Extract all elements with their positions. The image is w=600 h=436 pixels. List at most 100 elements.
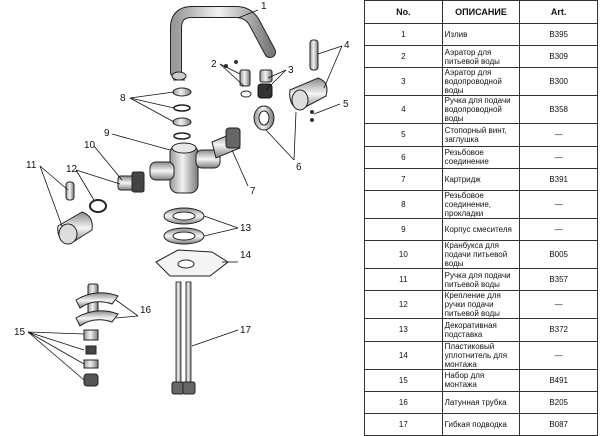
cell-no: 1 xyxy=(364,22,443,47)
cell-description: Гибкая подводка xyxy=(441,412,521,436)
cell-art: — xyxy=(519,340,598,370)
cell-description: Крепление для ручки подачи питьевой воды xyxy=(441,290,521,320)
decorative-base-part xyxy=(163,207,205,245)
callout-6: 6 xyxy=(296,162,302,173)
cartridge-part xyxy=(211,127,241,159)
table-row: 5 Стопорный винт, заглушка — xyxy=(364,123,598,147)
callout-9: 9 xyxy=(104,128,110,139)
cell-no: 16 xyxy=(364,390,443,414)
cell-description: Излив xyxy=(441,22,521,47)
cell-art: — xyxy=(519,123,598,147)
table-row: 13 Декоративная подставка B372 xyxy=(364,318,598,342)
cell-art: B395 xyxy=(519,22,598,47)
cell-description: Декоративная подставка xyxy=(441,318,521,342)
cell-no: 13 xyxy=(364,318,443,342)
cell-description: Ручка для подачи водопроводной воды xyxy=(441,95,521,125)
callout-14: 14 xyxy=(240,250,252,261)
cell-no: 11 xyxy=(364,268,443,292)
callout-labels: 1 2 3 4 5 6 7 8 9 10 11 12 13 14 15 16 1… xyxy=(14,1,350,338)
cell-no: 5 xyxy=(364,123,443,147)
callout-13: 13 xyxy=(240,223,252,234)
tap-water-handle-part xyxy=(289,39,328,122)
cell-description: Стопорный винт, заглушка xyxy=(441,123,521,147)
cell-description: Картридж xyxy=(441,167,521,191)
cell-art: B087 xyxy=(519,412,598,436)
table-row: 12 Крепление для ручки подачи питьевой в… xyxy=(364,290,598,320)
callout-3: 3 xyxy=(288,65,294,76)
table-header-row: No. ОПИСАНИЕ Art. xyxy=(364,0,598,24)
cell-art: — xyxy=(519,217,598,242)
cell-no: 7 xyxy=(364,167,443,191)
cell-no: 4 xyxy=(364,95,443,125)
cell-art: B005 xyxy=(519,240,598,270)
table-row: 15 Набор для монтажа B491 xyxy=(364,368,598,392)
table-row: 9 Корпус смесителя — xyxy=(364,217,598,242)
table-row: 14 Пластиковый уплотнитель для монтажа — xyxy=(364,340,598,370)
cell-art: B372 xyxy=(519,318,598,342)
aerator-parts xyxy=(224,60,273,99)
cell-description: Кранбукса для подачи питьевой воды xyxy=(441,240,521,270)
mixer-body-part xyxy=(149,142,221,194)
cell-no: 12 xyxy=(364,290,443,320)
table-row: 11 Ручка для подачи питьевой воды B357 xyxy=(364,268,598,292)
callout-12: 12 xyxy=(66,164,78,175)
callout-8: 8 xyxy=(120,93,126,104)
table-row: 10 Кранбукса для подачи питьевой воды B0… xyxy=(364,240,598,270)
table-row: 6 Резьбовое соединение — xyxy=(364,145,598,169)
cell-no: 8 xyxy=(364,189,443,219)
cell-art: B491 xyxy=(519,368,598,392)
cell-no: 3 xyxy=(364,67,443,97)
cell-no: 14 xyxy=(364,340,443,370)
seal-rings-part xyxy=(172,87,192,140)
table-row: 1 Излив B395 xyxy=(364,22,598,47)
cell-art: B205 xyxy=(519,390,598,414)
cell-no: 2 xyxy=(364,45,443,69)
spout-part xyxy=(170,6,276,81)
callout-1: 1 xyxy=(261,1,267,12)
cell-description: Аэратор для питьевой воды xyxy=(441,45,521,69)
exploded-view-diagram: 1 2 3 4 5 6 7 8 9 10 11 12 13 14 15 16 1… xyxy=(14,1,350,395)
column-header-description: ОПИСАНИЕ xyxy=(441,0,521,24)
cell-description: Резьбовое соединение xyxy=(441,145,521,169)
callout-16: 16 xyxy=(140,305,152,316)
plastic-gasket-part xyxy=(155,249,229,277)
cell-description: Пластиковый уплотнитель для монтажа xyxy=(441,340,521,370)
cell-no: 6 xyxy=(364,145,443,169)
cell-description: Набор для монтажа xyxy=(441,368,521,392)
cell-art: B357 xyxy=(519,268,598,292)
cell-description: Резьбовое соединение, прокладки xyxy=(441,189,521,219)
table-row: 4 Ручка для подачи водопроводной воды B3… xyxy=(364,95,598,125)
cell-art: B300 xyxy=(519,67,598,97)
cell-description: Латунная трубка xyxy=(441,390,521,414)
cell-art: B391 xyxy=(519,167,598,191)
mounting-set-part xyxy=(75,283,119,387)
column-header-art: Art. xyxy=(519,0,598,24)
table-row: 8 Резьбовое соединение, прокладки — xyxy=(364,189,598,219)
threaded-connection-part xyxy=(253,105,275,131)
cell-art: — xyxy=(519,290,598,320)
cell-no: 9 xyxy=(364,217,443,242)
column-header-no: No. xyxy=(364,0,443,24)
cell-description: Аэратор для водопроводной воды xyxy=(441,67,521,97)
table-row: 7 Картридж B391 xyxy=(364,167,598,191)
callout-10: 10 xyxy=(84,140,96,151)
table-row: 3 Аэратор для водопроводной воды B300 xyxy=(364,67,598,97)
cell-art: B309 xyxy=(519,45,598,69)
callout-11: 11 xyxy=(26,160,37,171)
table-row: 2 Аэратор для питьевой воды B309 xyxy=(364,45,598,69)
drinking-water-valve-part xyxy=(65,171,145,213)
leader-lines xyxy=(27,9,343,381)
parts-table: No. ОПИСАНИЕ Art. 1 Излив B395 2 Аэратор… xyxy=(364,0,598,436)
flexible-hose-part xyxy=(171,281,196,395)
drinking-water-handle-part xyxy=(57,211,93,245)
table-row: 17 Гибкая подводка B087 xyxy=(364,412,598,436)
callout-2: 2 xyxy=(211,59,217,70)
cell-description: Корпус смесителя xyxy=(441,217,521,242)
callout-7: 7 xyxy=(250,186,256,197)
table-row: 16 Латунная трубка B205 xyxy=(364,390,598,414)
callout-4: 4 xyxy=(344,40,350,51)
callout-5: 5 xyxy=(343,99,349,110)
cell-no: 15 xyxy=(364,368,443,392)
cell-art: B358 xyxy=(519,95,598,125)
cell-description: Ручка для подачи питьевой воды xyxy=(441,268,521,292)
